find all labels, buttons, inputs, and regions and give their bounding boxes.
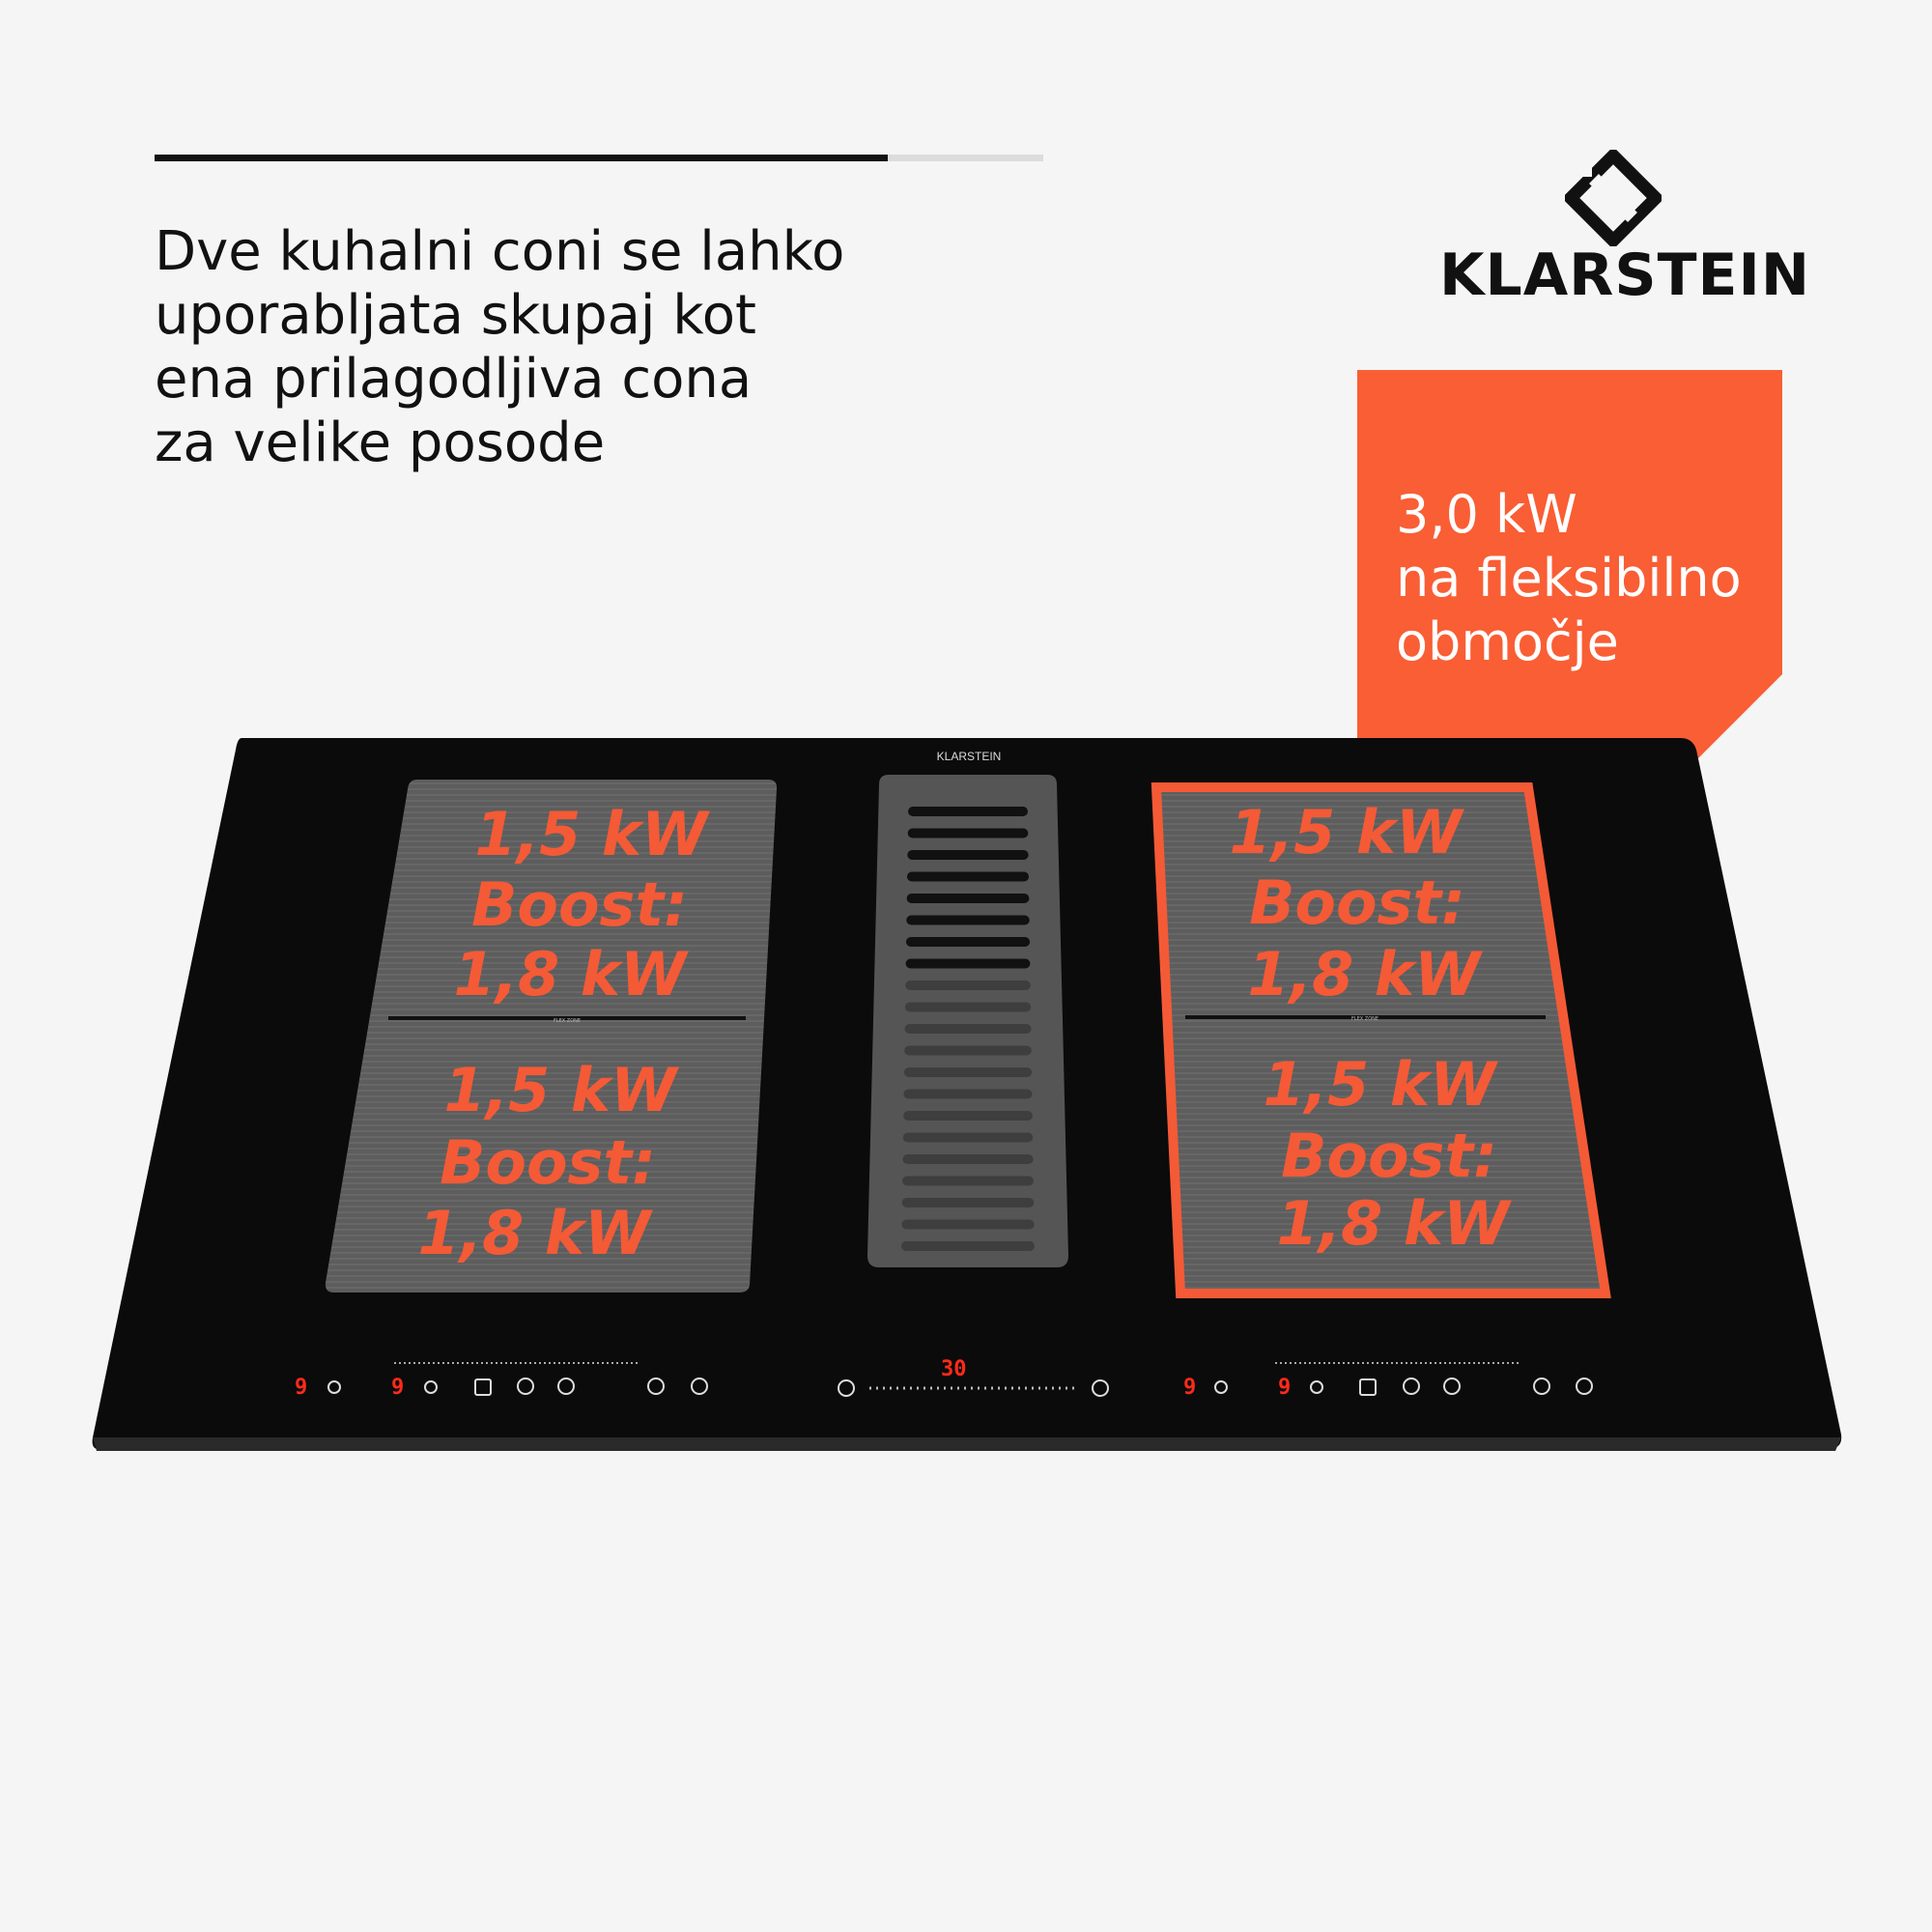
right-boost-icon[interactable] [1403,1378,1420,1395]
power-badge [1357,370,1782,790]
badge-line: na fleksibilno [1396,548,1742,609]
left-pause-icon[interactable] [474,1378,492,1396]
vent-slot [908,807,1028,816]
extractor-vent[interactable] [867,775,1068,1267]
brand-logo-text: KLARSTEIN [1439,242,1811,309]
vent-slot [902,1176,1034,1186]
headline-line: ena prilagodljiva cona [155,348,753,411]
vent-slot [904,1002,1032,1012]
right-zone-2-power-button[interactable] [1310,1380,1323,1394]
hood-timer-display: 30 [941,1357,967,1381]
vent-slot [901,1219,1035,1230]
klarstein-diamond-icon [1565,150,1662,246]
left-boost-icon[interactable] [517,1378,534,1395]
left-timer-icon[interactable] [557,1378,575,1395]
right-top-boost-power: 1,8 kW [1247,939,1483,1009]
left-bottom-boost-label: Boost: [440,1127,656,1198]
right-top-boost-label: Boost: [1249,867,1465,938]
vent-slot [903,1111,1033,1121]
left-level-display-2: 9 [391,1376,404,1400]
left-bottom-power: 1,5 kW [443,1055,679,1125]
right-top-power: 1,5 kW [1229,797,1464,867]
right-bottom-boost-label: Boost: [1281,1121,1497,1191]
vent-slot [903,1067,1033,1077]
headline-line: Dve kuhalni coni se lahko [155,220,845,283]
hood-timer-icon[interactable] [838,1379,855,1397]
right-bottom-boost-power: 1,8 kW [1276,1188,1512,1259]
left-zone-2-power-button[interactable] [424,1380,438,1394]
left-power-icon[interactable] [691,1378,708,1395]
right-flex-cooking-zone-highlighted[interactable] [1151,782,1611,1298]
left-top-boost-power: 1,8 kW [453,939,689,1009]
left-bottom-boost-power: 1,8 kW [417,1198,653,1268]
hood-power-icon[interactable] [1092,1379,1109,1397]
vent-slot [901,1198,1035,1208]
vent-slot [905,937,1031,947]
left-control-panel: 9 9 [295,1362,708,1400]
left-top-boost-label: Boost: [471,869,688,940]
badge-line: 3,0 kW [1396,484,1577,545]
flex-zone-label: FLEX ZONE [554,1018,581,1024]
right-lock-icon[interactable] [1533,1378,1550,1395]
cooktop-brand-label: KLARSTEIN [937,750,1002,763]
right-timer-icon[interactable] [1443,1378,1461,1395]
vent-slot [905,958,1031,969]
vent-slot [901,1241,1035,1251]
right-pause-icon[interactable] [1359,1378,1377,1396]
vent-slot [905,980,1031,990]
headline-line: za velike posode [155,412,606,474]
right-bottom-power: 1,5 kW [1263,1049,1498,1120]
vent-slot [903,1089,1033,1099]
left-level-display-1: 9 [295,1376,307,1400]
vent-slot [904,1045,1032,1056]
right-level-display-1: 9 [1183,1376,1196,1400]
progress-bar-fill [155,155,888,161]
badge-shape [1357,370,1782,790]
badge-text: 3,0 kW na fleksibilno območje [1396,483,1742,674]
left-zone-1-power-button[interactable] [327,1380,341,1394]
left-cooking-zone[interactable] [325,780,778,1293]
right-power-icon[interactable] [1576,1378,1593,1395]
flex-zone-label: FLEX ZONE [1351,1016,1378,1022]
center-control-panel: 30 [838,1357,1109,1397]
left-lock-icon[interactable] [647,1378,665,1395]
progress-bar [155,155,1043,161]
vent-slot [902,1132,1034,1143]
vent-slot [906,915,1030,925]
vent-slot [907,828,1029,838]
vent-slot [906,894,1030,903]
headline-line: uporabljata skupaj kot [155,284,756,347]
vent-slot [906,871,1030,882]
vent-slot [904,1024,1032,1034]
vent-slots [901,807,1035,1251]
badge-line: območje [1396,611,1619,672]
left-top-power: 1,5 kW [474,799,710,869]
right-control-panel: 9 9 [1183,1362,1593,1400]
right-zone-1-power-button[interactable] [1214,1380,1228,1394]
vent-slot [907,850,1029,860]
vent-slot [902,1154,1034,1164]
headline: Dve kuhalni coni se lahko uporabljata sk… [155,220,1024,475]
right-level-display-2: 9 [1278,1376,1291,1400]
